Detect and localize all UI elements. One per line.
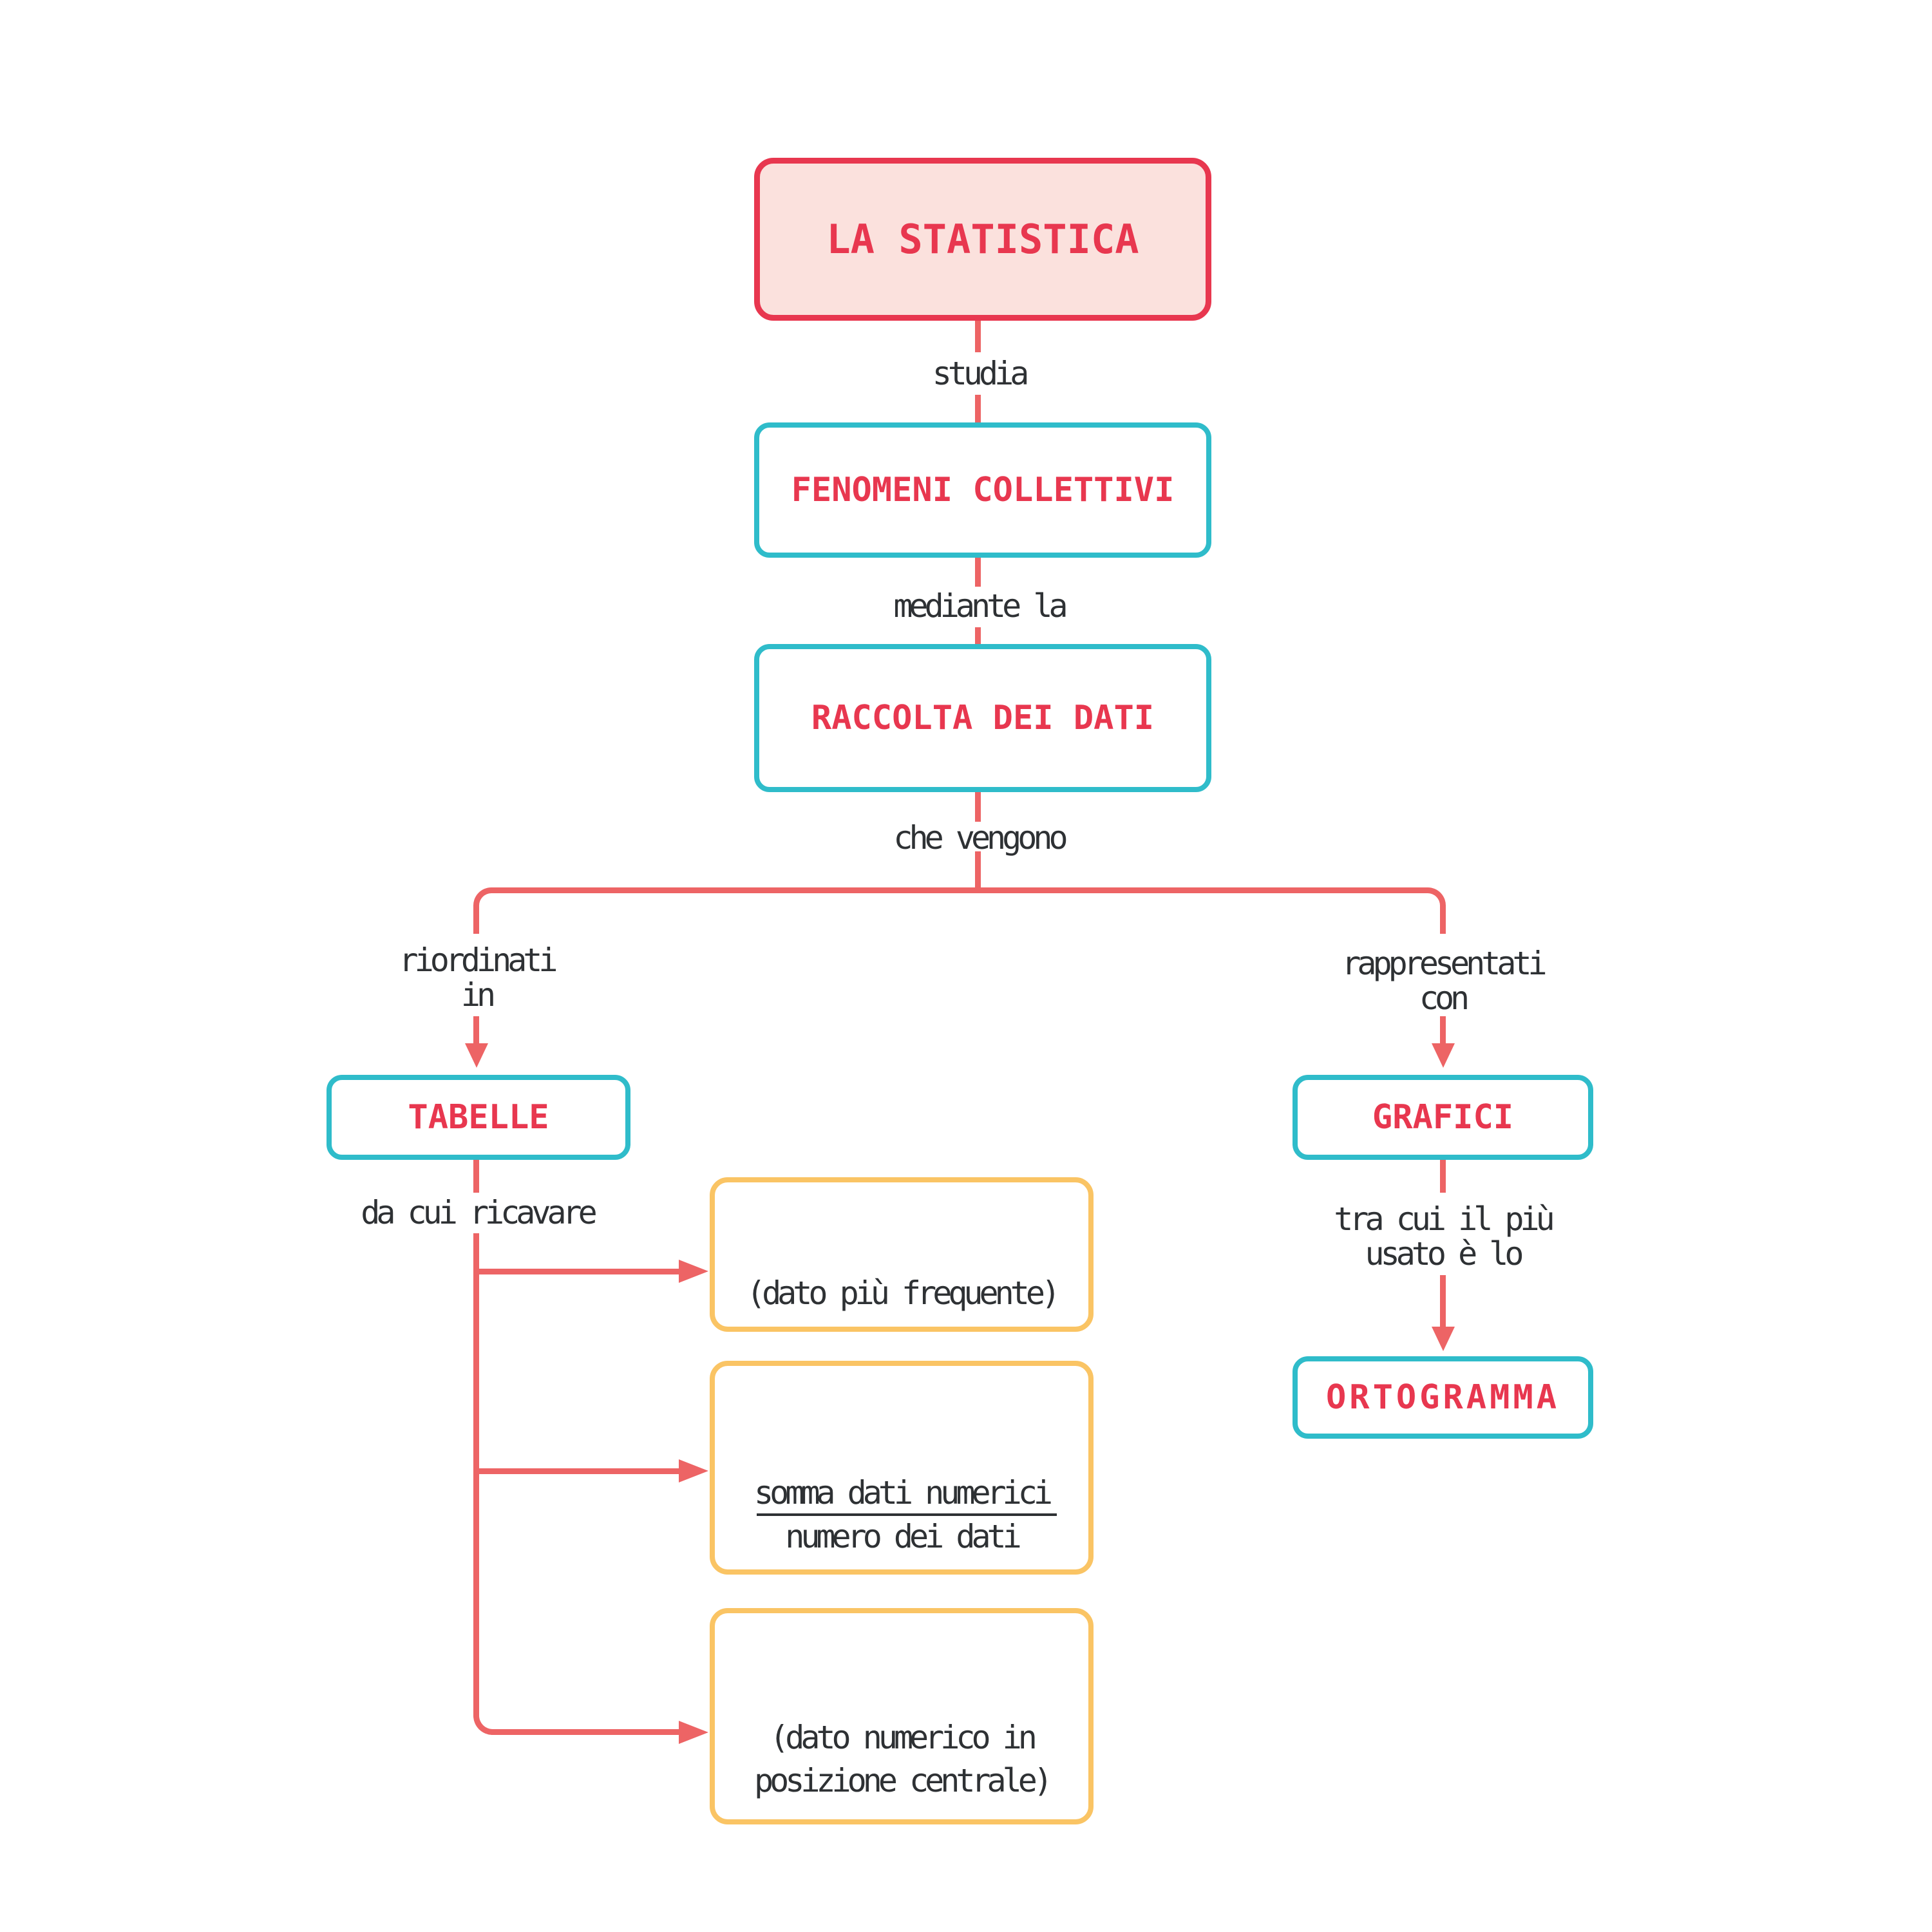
arrow-rappresentati-head [1432, 1043, 1455, 1068]
node-statistica-label: LA STATISTICA [826, 216, 1139, 263]
edge-label-rappresentati-con: rappresentati con [1341, 945, 1547, 1017]
node-mediana: (dato numerico in posizione centrale) [710, 1608, 1094, 1824]
node-moda-note: (dato più frequente) [746, 1274, 1061, 1312]
node-grafici-label: GRAFICI [1372, 1098, 1514, 1137]
arrow-rappresentati-shaft [1440, 1016, 1446, 1045]
arrow-ortogramma-head [1432, 1327, 1455, 1351]
node-moda: (dato più frequente) [710, 1177, 1094, 1332]
arrow-ortogramma-shaft [1440, 1275, 1446, 1328]
edge-label-rappresentati-line1: rappresentati [1341, 945, 1547, 982]
arrow-mediana-head [679, 1721, 708, 1744]
arrow-media-head [679, 1459, 708, 1482]
edge-label-rappresentati-line2: con [1419, 980, 1470, 1017]
node-mediana-note: (dato numerico in posizione centrale) [715, 1716, 1088, 1803]
arrow-moda-shaft [479, 1269, 680, 1274]
edge-raccolta-chevengono-line [975, 792, 981, 822]
branch-connector [473, 887, 1446, 934]
node-tabelle: TABELLE [327, 1075, 630, 1160]
edge-fenomeni-mediante-line [975, 558, 981, 587]
node-media-denominator: numero dei dati [785, 1518, 1022, 1555]
arrow-media-shaft [479, 1468, 680, 1474]
edge-label-da-cui-ricavare: da cui ricavare [361, 1194, 598, 1231]
arrow-riordinati-shaft [473, 1016, 479, 1045]
edge-label-mediante-la: mediante la [893, 587, 1068, 625]
node-raccolta-dei-dati-label: RACCOLTA DEI DATI [811, 699, 1155, 737]
edge-label-tra-cui-line2: usato è lo [1365, 1235, 1524, 1273]
node-ortogramma: ORTOGRAMMA [1293, 1356, 1593, 1439]
node-fenomeni-collettivi-label: FENOMENI COLLETTIVI [791, 471, 1175, 509]
node-mediana-line2: posizione centrale) [754, 1762, 1053, 1799]
edge-mediante-raccolta-line [975, 627, 981, 645]
node-grafici: GRAFICI [1293, 1075, 1593, 1160]
node-fenomeni-collettivi: FENOMENI COLLETTIVI [754, 422, 1211, 558]
edge-studia-fenomeni-line [975, 395, 981, 424]
node-mediana-line1: (dato numerico in [770, 1719, 1037, 1756]
arrow-riordinati-head [465, 1043, 488, 1068]
node-raccolta-dei-dati: RACCOLTA DEI DATI [754, 644, 1211, 792]
edge-label-tra-cui: tra cui il più usato è lo [1334, 1200, 1555, 1273]
node-ortogramma-label: ORTOGRAMMA [1325, 1378, 1560, 1417]
edge-grafici-tracui-line [1440, 1160, 1446, 1193]
node-tabelle-label: TABELLE [408, 1098, 549, 1137]
edge-label-riordinati-in: riordinati in [399, 942, 558, 1014]
edge-label-riordinati-line1: riordinati [399, 942, 558, 979]
edge-label-tra-cui-line1: tra cui il più [1334, 1200, 1555, 1238]
edge-label-studia: studia [932, 355, 1030, 392]
edge-statistica-studia-line [975, 321, 981, 352]
node-media: somma dati numerici numero dei dati [710, 1361, 1094, 1575]
arrow-moda-head [679, 1260, 708, 1283]
tabelle-branch-spine [473, 1233, 679, 1735]
node-statistica: LA STATISTICA [754, 158, 1211, 321]
edge-label-riordinati-line2: in [460, 976, 496, 1014]
node-media-fraction-bar [757, 1513, 1057, 1516]
node-media-formula: somma dati numerici [715, 1475, 1088, 1511]
node-media-numerator: somma dati numerici [754, 1474, 1053, 1511]
node-media-formula-denominator: numero dei dati [715, 1519, 1088, 1555]
edge-label-che-vengono: che vengono [893, 819, 1068, 857]
edge-chevengono-branch-line [975, 851, 981, 887]
edge-tabelle-dacui-line [473, 1160, 479, 1193]
